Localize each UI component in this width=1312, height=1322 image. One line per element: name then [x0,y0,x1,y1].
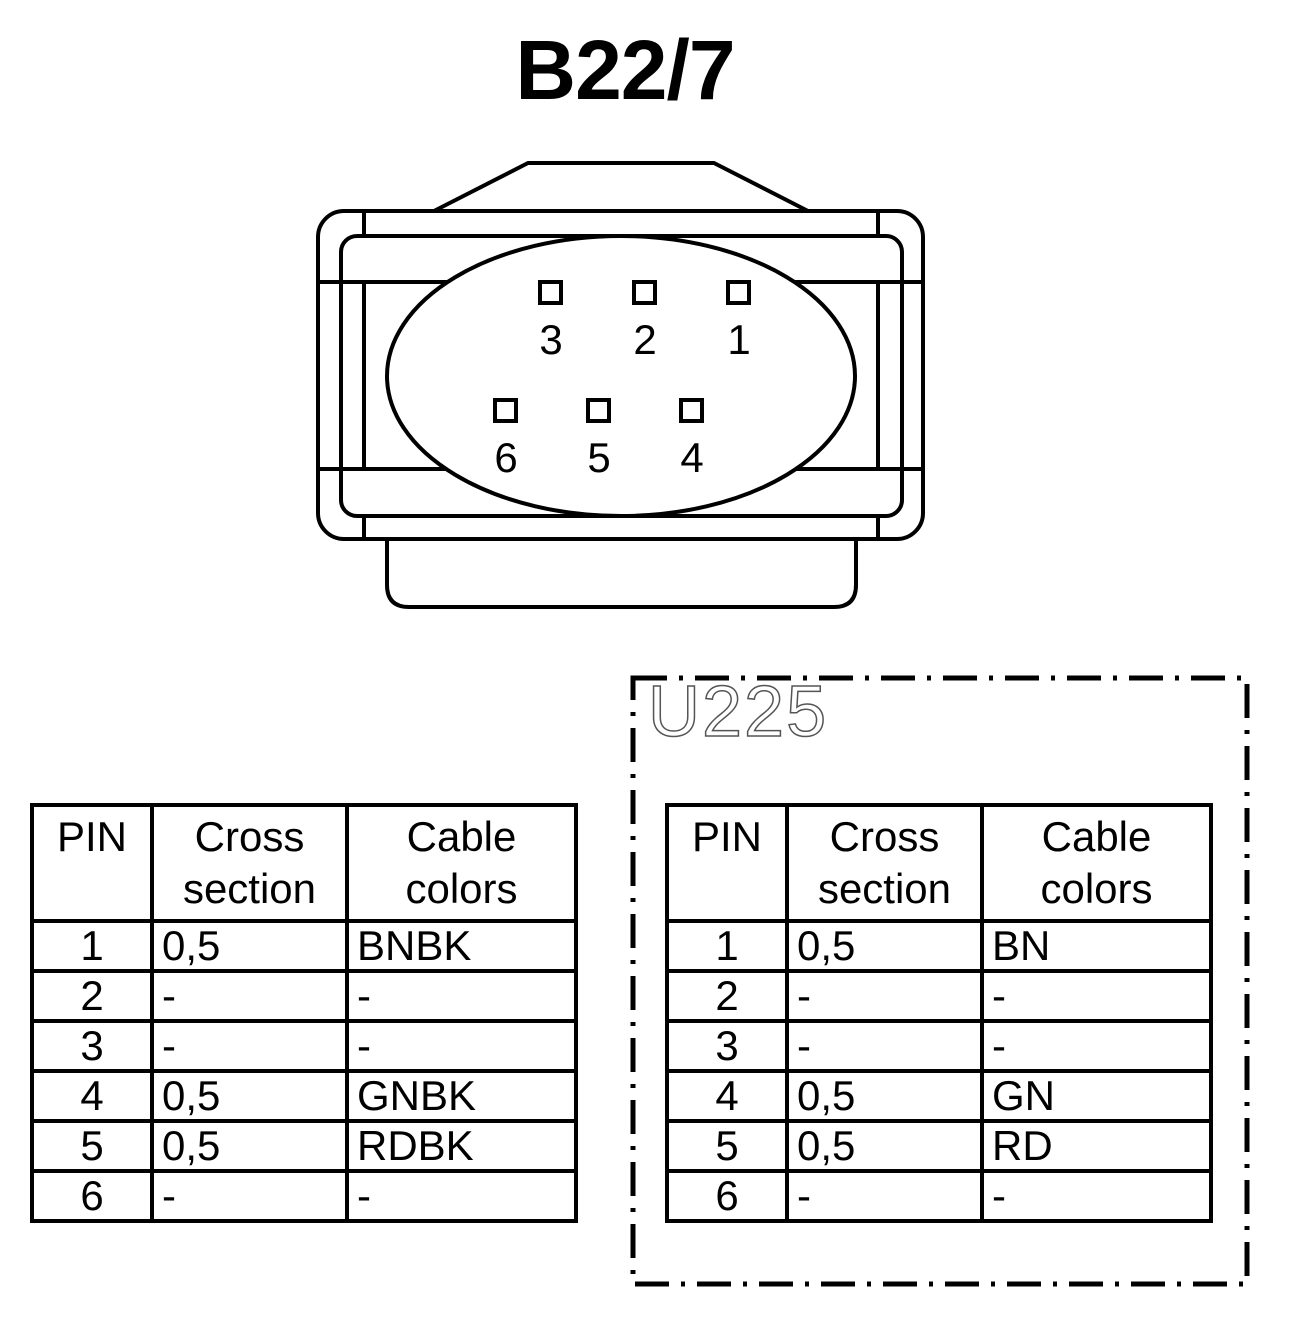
variant-label: U225 [647,672,829,752]
pin-3-contact [538,280,563,305]
table-row: 6-- [30,1169,578,1223]
pin-cell: 3 [665,1019,789,1073]
cable-color-cell: - [980,1019,1213,1073]
cross-section-cell: - [785,1169,984,1223]
pin-cell: 2 [665,969,789,1023]
pin-cell: 1 [30,919,154,973]
pin-cell: 5 [665,1119,789,1173]
connector-outer-housing [316,209,925,541]
header-cross-section: Cross section [150,803,349,923]
header-pin: PIN [30,803,154,923]
pin-1-contact [726,280,751,305]
pin-label-6: 6 [494,434,517,481]
cable-color-cell: - [980,1169,1213,1223]
connector-bottom-latch [385,539,858,609]
table-row: 2-- [30,969,578,1023]
table-row: 6-- [665,1169,1213,1223]
cable-color-cell: - [345,969,578,1023]
cross-section-cell: 0,5 [150,1119,349,1173]
pin-label-4: 4 [680,434,703,481]
cross-section-cell: 0,5 [785,919,984,973]
cable-color-cell: RDBK [345,1119,578,1173]
cross-section-cell: 0,5 [785,1119,984,1173]
cable-color-cell: - [980,969,1213,1023]
header-cable-colors: Cable colors [980,803,1213,923]
cross-section-cell: 0,5 [150,919,349,973]
pin-cell: 4 [30,1069,154,1123]
cable-color-cell: RD [980,1119,1213,1173]
connector-contact-face [385,234,857,518]
connector-drawing: 3 2 1 6 5 4 [316,161,925,609]
pin-cell: 3 [30,1019,154,1073]
pin-6-contact [493,398,518,423]
cross-section-cell: - [785,969,984,1023]
table-row: 2-- [665,969,1213,1023]
table-header-row: PIN Cross section Cable colors [30,803,578,923]
cross-section-cell: - [150,1169,349,1223]
pin-cell: 4 [665,1069,789,1123]
pin-2-contact [632,280,657,305]
pin-cell: 5 [30,1119,154,1173]
pin-cell: 2 [30,969,154,1023]
header-cable-colors: Cable colors [345,803,578,923]
table-row: 3-- [665,1019,1213,1073]
header-cross-section: Cross section [785,803,984,923]
cable-color-cell: BNBK [345,919,578,973]
cable-color-cell: GN [980,1069,1213,1123]
connector-title: B22/7 [515,23,735,117]
pin-5-contact [586,398,611,423]
header-pin: PIN [665,803,789,923]
pin-cell: 6 [30,1169,154,1223]
pin-label-1: 1 [727,316,750,363]
pin-cell: 1 [665,919,789,973]
cable-color-cell: - [345,1169,578,1223]
cross-section-cell: 0,5 [150,1069,349,1123]
cable-color-cell: BN [980,919,1213,973]
pin-4-contact [679,398,704,423]
pin-cell: 6 [665,1169,789,1223]
cross-section-cell: - [150,969,349,1023]
pin-label-3: 3 [539,316,562,363]
connector-top-lug [433,161,809,213]
pin-label-2: 2 [633,316,656,363]
cable-color-cell: GNBK [345,1069,578,1123]
table-row: 3-- [30,1019,578,1073]
cable-color-cell: - [345,1019,578,1073]
cross-section-cell: - [150,1019,349,1073]
cross-section-cell: 0,5 [785,1069,984,1123]
pin-label-5: 5 [587,434,610,481]
cross-section-cell: - [785,1019,984,1073]
table-header-row: PIN Cross section Cable colors [665,803,1213,923]
